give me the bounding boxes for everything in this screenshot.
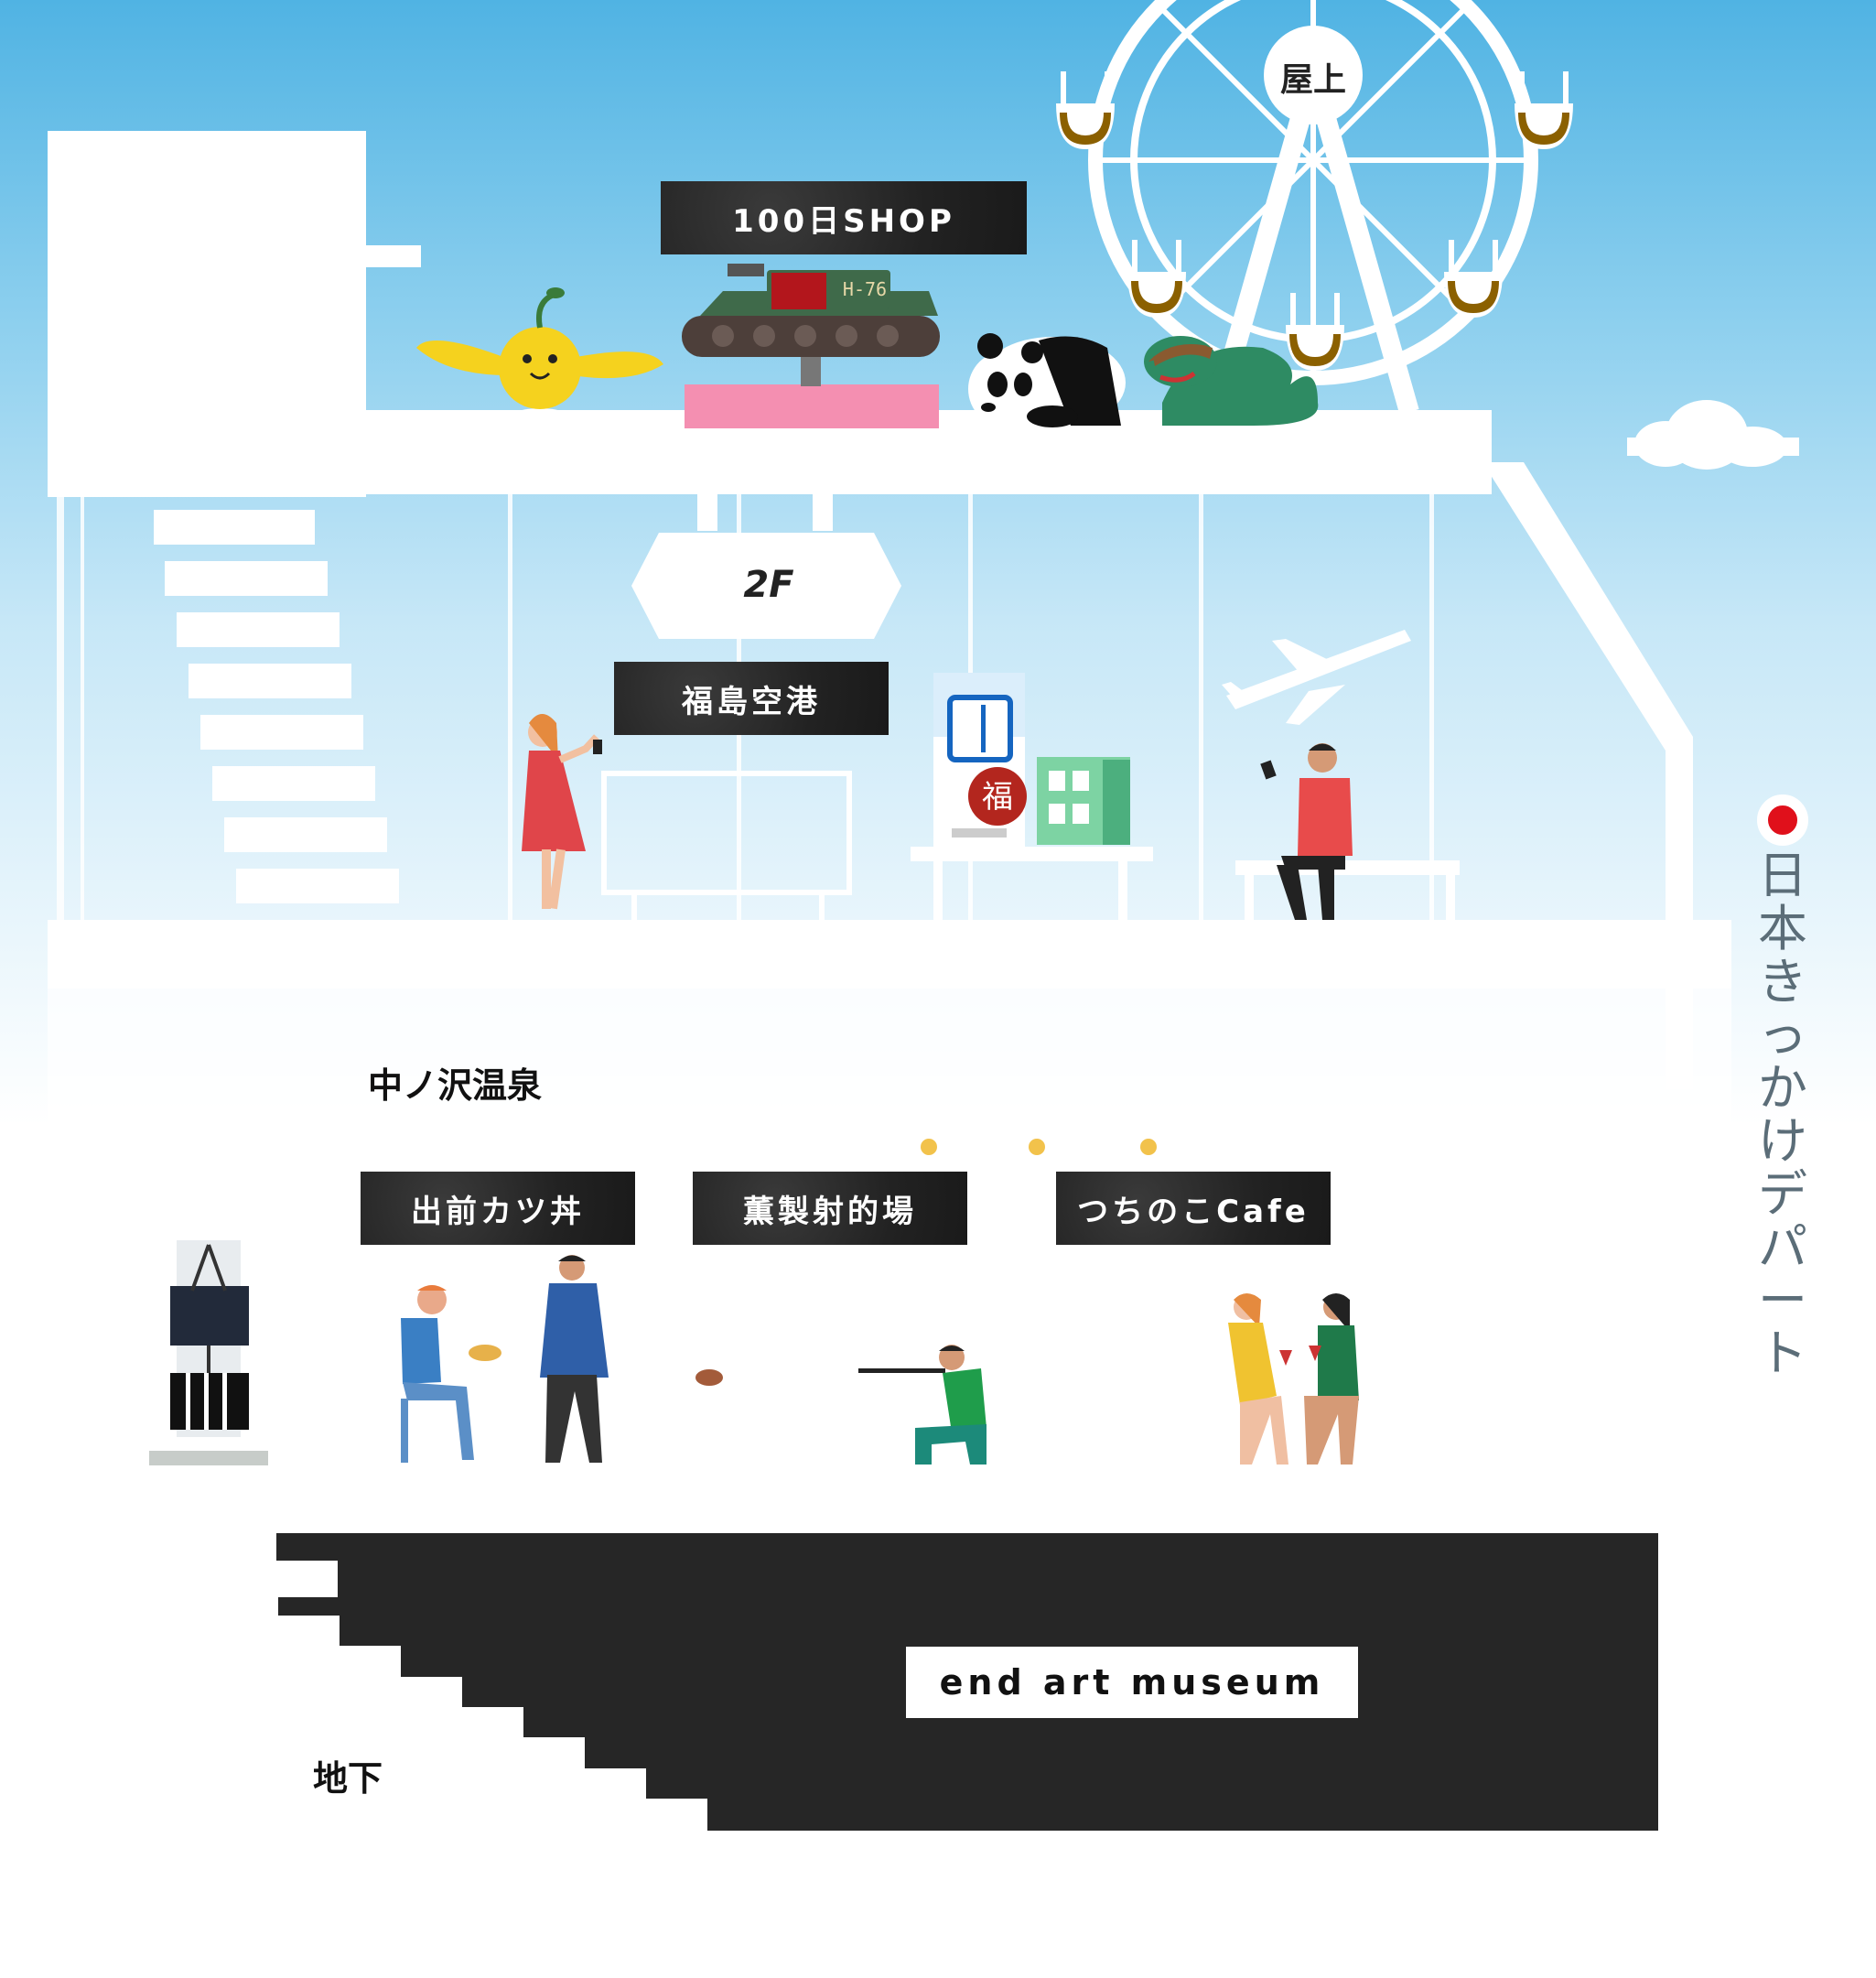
floor-label-rooftop: 屋上 [1279, 61, 1346, 99]
title-char: 本 [1758, 900, 1807, 957]
fuku-char: 福 [982, 779, 1013, 816]
title-char: ト [1758, 1324, 1807, 1382]
sign-katsudon[interactable]: 出前カツ丼 [361, 1172, 635, 1245]
staircase [154, 510, 399, 903]
floor-sign-2f [631, 533, 901, 639]
tank-label: H-76 [843, 278, 887, 300]
floor-label-1f: 中ノ沢温泉 [368, 1065, 543, 1106]
title-char: パ [1758, 1218, 1807, 1276]
cloud [1627, 400, 1799, 470]
title-char: か [1758, 1059, 1807, 1117]
tank: H-76 [682, 264, 940, 357]
man-sitting-with-phone [1260, 743, 1353, 920]
sign-100days-shop[interactable]: 100日SHOP [661, 181, 1027, 254]
sign-tsuchinoko-cafe[interactable]: つちのこCafe [1056, 1172, 1331, 1245]
second-floor-slab [48, 920, 1731, 989]
green-creature [1144, 336, 1319, 426]
site-title-vertical[interactable]: 日 本 き っ か け デ パ ー ト [1728, 794, 1838, 1380]
title-char: け [1758, 1112, 1807, 1170]
title-char: デ [1758, 1165, 1807, 1223]
title-char: き [1758, 953, 1807, 1011]
japan-flag-icon [1757, 794, 1808, 846]
woman-with-phone [522, 714, 602, 910]
panda [968, 333, 1126, 428]
floor-label-2f: 2F [743, 564, 794, 606]
katsudon-people [401, 1255, 609, 1463]
rifle-shooter [858, 1345, 987, 1465]
title-char: っ [1758, 1006, 1807, 1064]
sign-fukushima-airport[interactable]: 福島空港 [614, 662, 889, 735]
airplane [1222, 630, 1411, 725]
cafe-women [1228, 1293, 1359, 1465]
pink-pedestal [685, 384, 939, 428]
sign-end-art-museum[interactable]: end art museum [906, 1647, 1358, 1718]
elevator-graphic [149, 1240, 268, 1465]
title-char: 日 [1758, 847, 1807, 904]
gondolas [1056, 71, 1573, 371]
yellow-mascot [416, 287, 663, 430]
title-char: ー [1758, 1271, 1807, 1329]
ferris-wheel-hub [1264, 26, 1363, 124]
floor-label-basement: 地下 [313, 1758, 383, 1799]
sign-shooting-range[interactable]: 薫製射的場 [693, 1172, 967, 1245]
smoked-meat [695, 1369, 723, 1386]
